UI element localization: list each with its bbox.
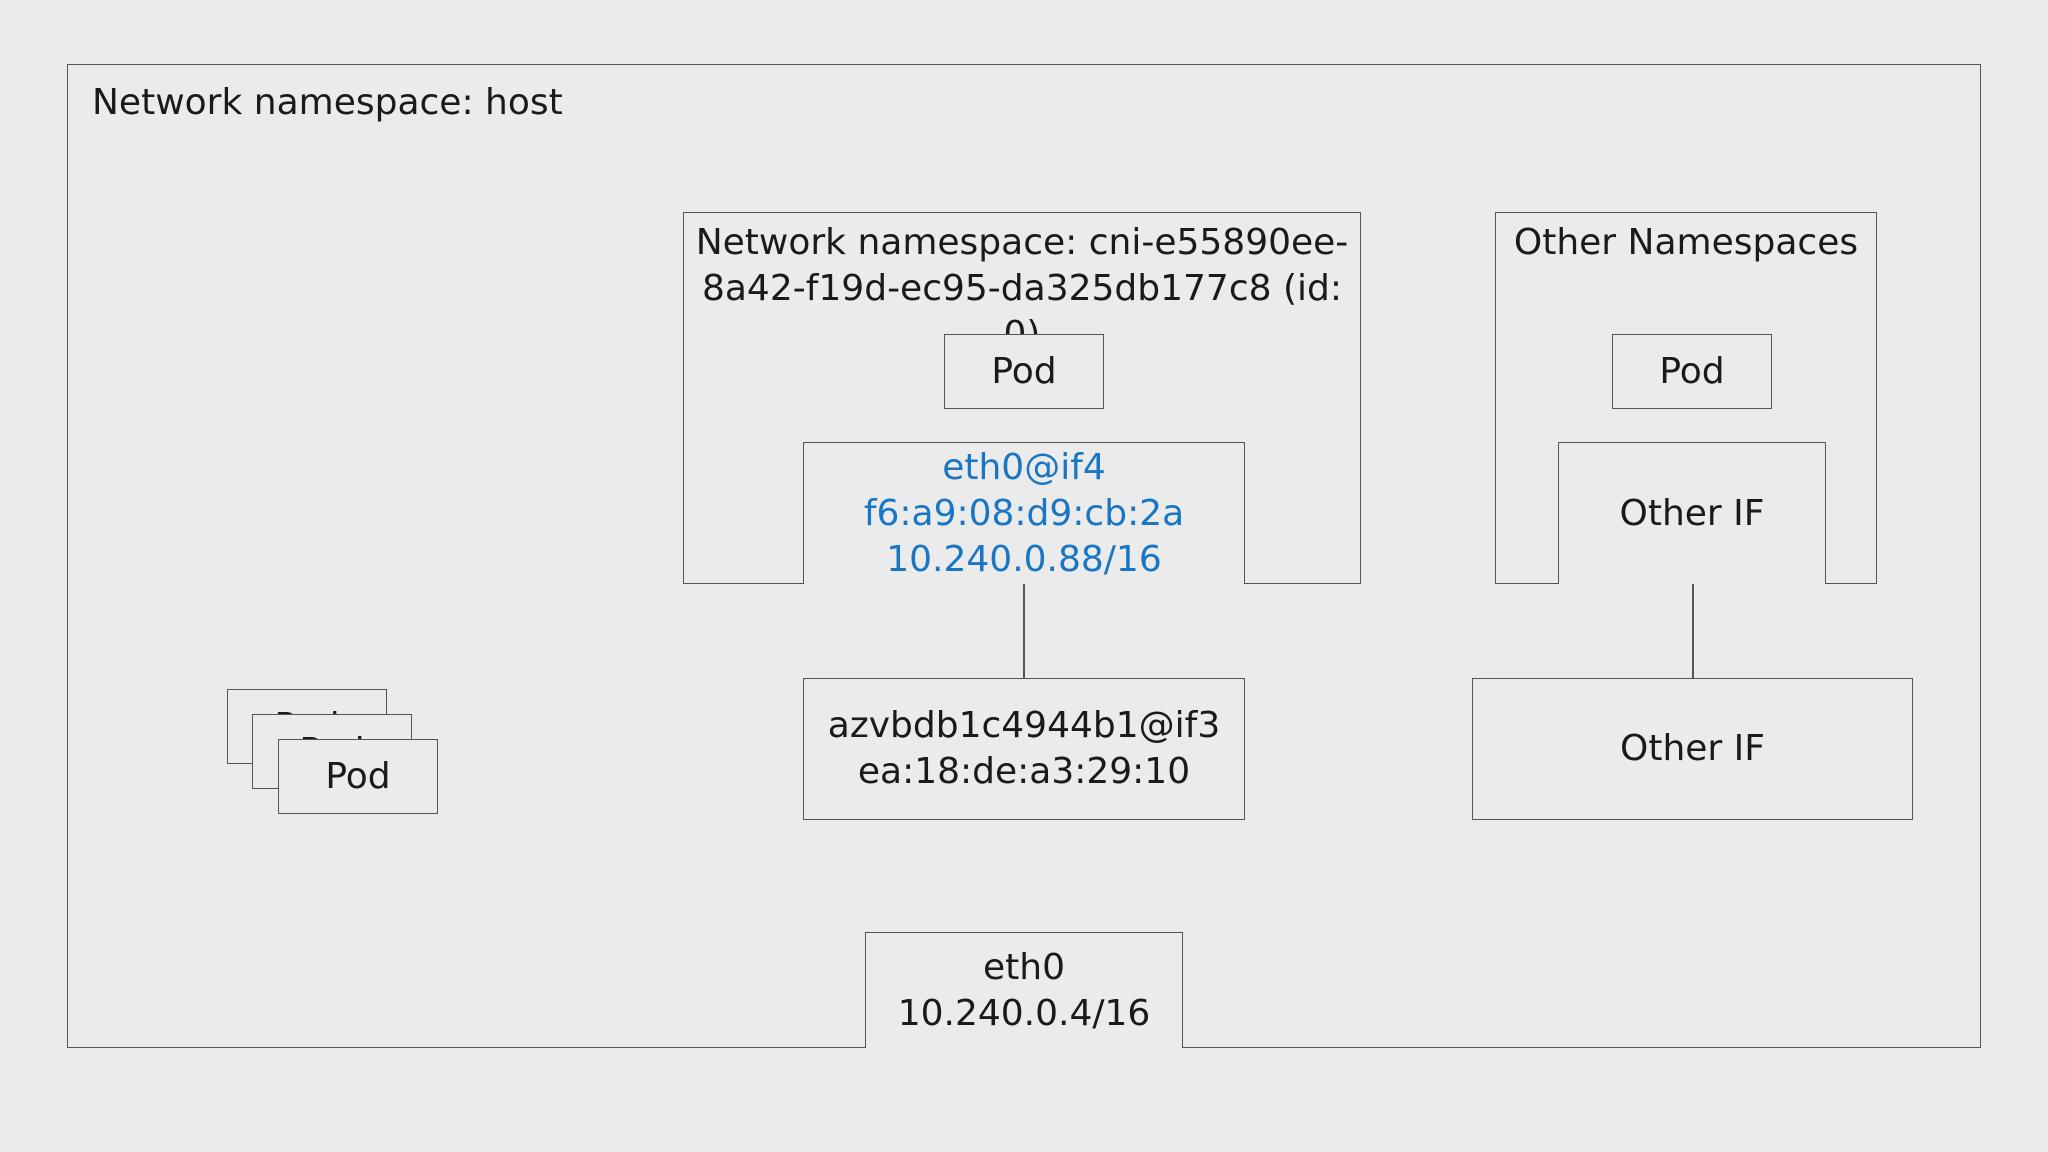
pod-interface-name: eth0@if4 xyxy=(942,446,1106,488)
other-namespaces-title: Other Namespaces xyxy=(1513,222,1859,263)
host-eth0-name: eth0 xyxy=(983,946,1065,988)
pod-stack-front: Pod xyxy=(278,739,438,814)
host-eth0-ip: 10.240.0.4/16 xyxy=(897,992,1151,1034)
pod-interface-box: eth0@if4 f6:a9:08:d9:cb:2a 10.240.0.88/1… xyxy=(803,442,1245,584)
host-veth-mac: ea:18:de:a3:29:10 xyxy=(857,751,1191,792)
other-namespace-interface-label: Other IF xyxy=(1619,492,1765,534)
other-link-line xyxy=(1692,584,1694,678)
veth-link-line xyxy=(1023,584,1025,678)
host-eth0-box: eth0 10.240.0.4/16 xyxy=(865,932,1183,1048)
host-other-interface-box: Other IF xyxy=(1472,678,1913,820)
host-veth-box: azvbdb1c4944b1@if3 ea:18:de:a3:29:10 xyxy=(803,678,1245,820)
cni-pod-label: Pod xyxy=(991,350,1057,392)
host-namespace-title: Network namespace: host xyxy=(92,82,563,123)
pod-interface-mac: f6:a9:08:d9:cb:2a xyxy=(863,492,1185,534)
host-veth-name: azvbdb1c4944b1@if3 xyxy=(827,705,1221,746)
other-pod-box: Pod xyxy=(1612,334,1772,409)
host-other-interface-label: Other IF xyxy=(1620,728,1765,769)
pod-interface-ip: 10.240.0.88/16 xyxy=(886,538,1162,580)
pod-stack-front-label: Pod xyxy=(325,756,391,797)
other-pod-label: Pod xyxy=(1659,350,1725,392)
cni-pod-box: Pod xyxy=(944,334,1104,409)
cni-namespace-title: Network namespace: cni-e55890ee-8a42-f19… xyxy=(695,222,1349,355)
other-namespace-interface-box: Other IF xyxy=(1558,442,1826,584)
